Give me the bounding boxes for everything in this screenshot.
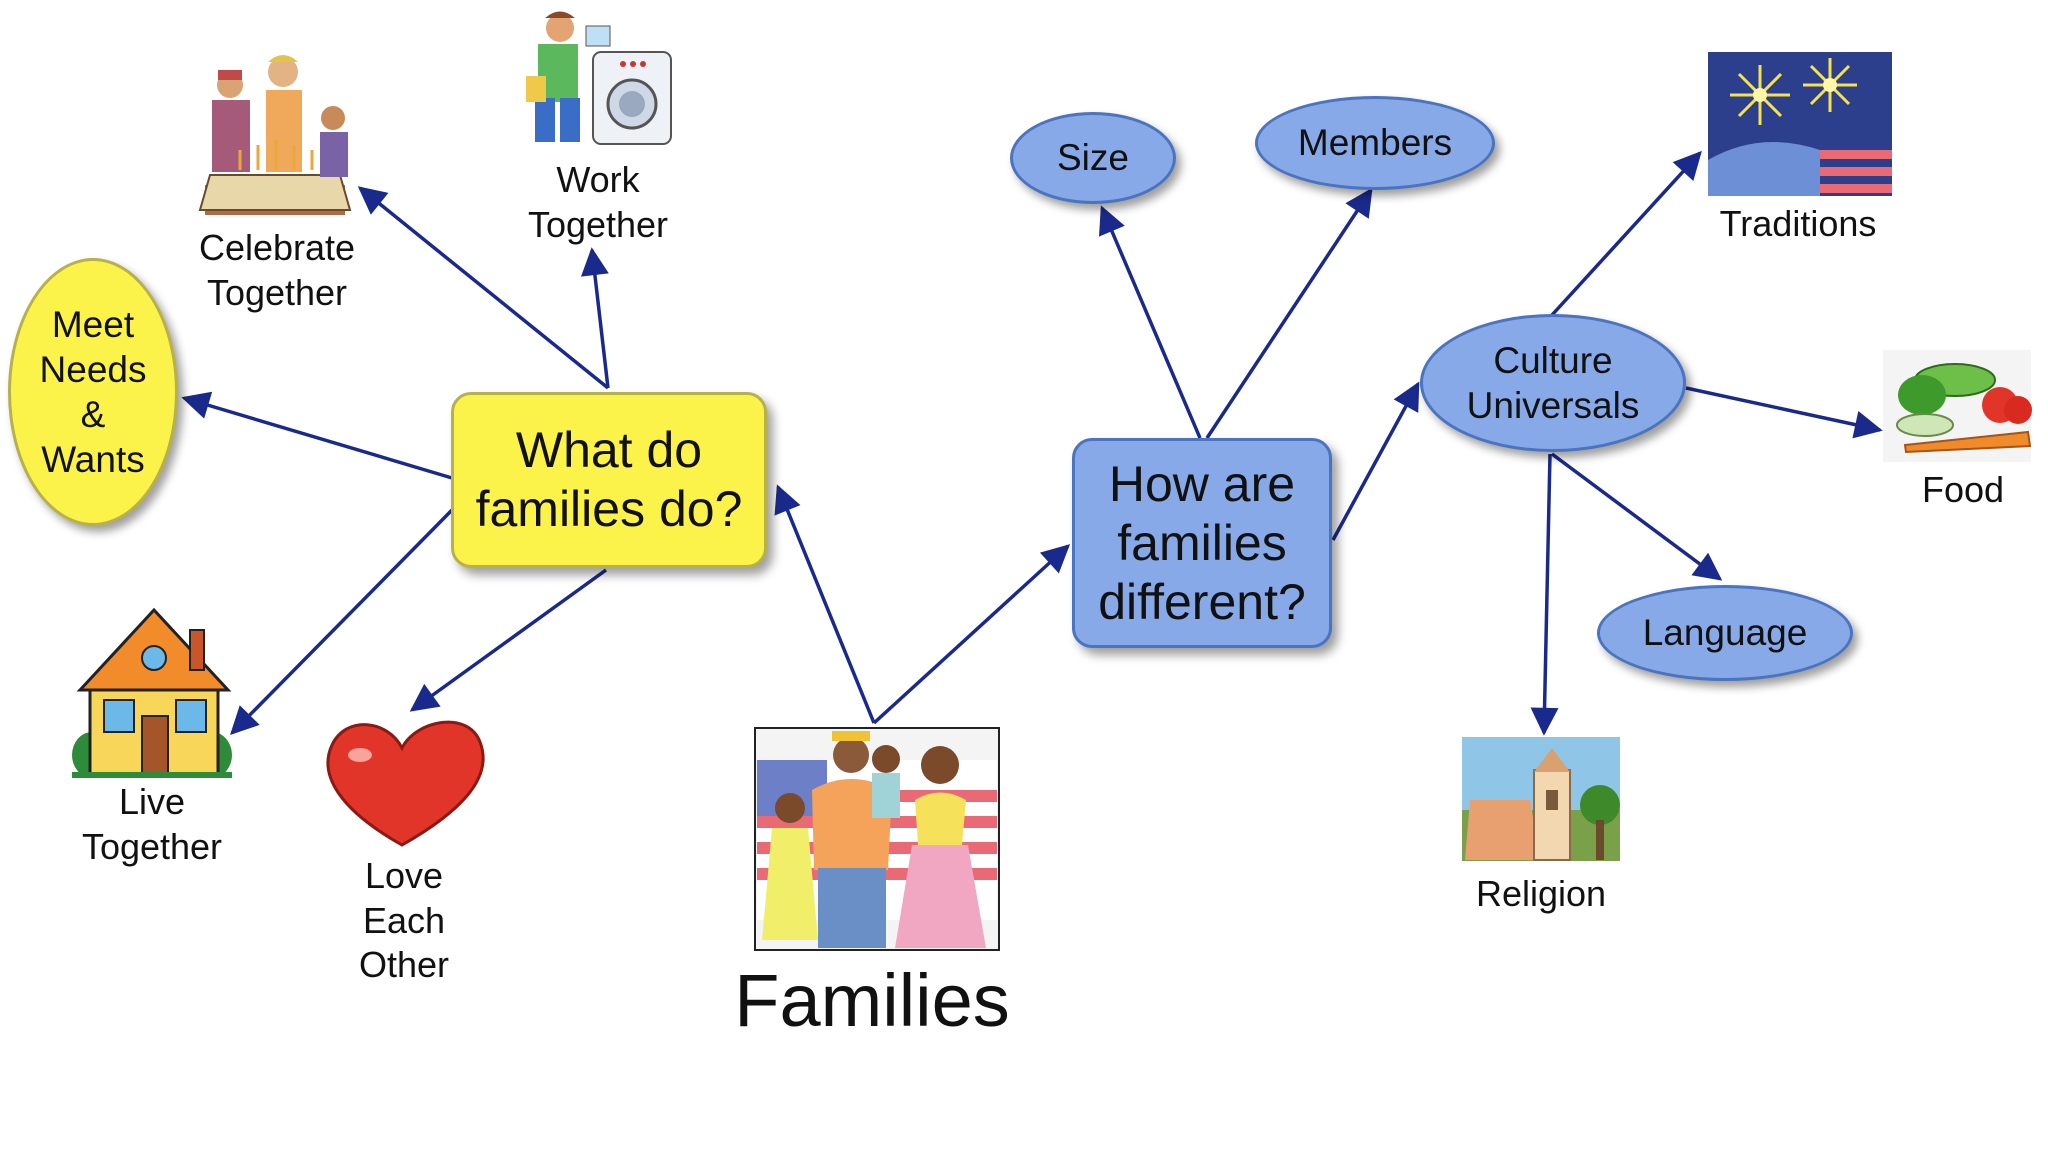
fireworks-picture-icon bbox=[1708, 52, 1892, 196]
size-node[interactable]: Size bbox=[1010, 112, 1176, 204]
what-do-families-do-node[interactable]: What do families do? bbox=[451, 392, 767, 568]
language-node[interactable]: Language bbox=[1597, 585, 1853, 681]
love-each-other-label: Love Each Other bbox=[358, 855, 450, 986]
religion-label: Religion bbox=[1475, 873, 1607, 914]
arrow-families-to-what-do bbox=[774, 484, 876, 724]
house-icon bbox=[72, 607, 232, 778]
traditions-label: Traditions bbox=[1719, 203, 1877, 244]
arrow-to-language bbox=[1550, 452, 1723, 581]
church-picture-icon bbox=[1462, 737, 1620, 861]
family-picture-icon bbox=[754, 727, 1000, 951]
arrow-to-food bbox=[1685, 386, 1883, 439]
meet-needs-wants-node[interactable]: Meet Needs & Wants bbox=[8, 258, 178, 526]
arrow-to-celebrate bbox=[357, 186, 610, 390]
families-title: Families bbox=[734, 959, 1010, 1042]
arrow-to-religion bbox=[1530, 453, 1559, 736]
arrow-to-live bbox=[230, 508, 454, 735]
arrow-to-meet-needs bbox=[181, 391, 453, 480]
how-are-families-different-node[interactable]: How are families different? bbox=[1072, 438, 1332, 648]
arrow-to-members bbox=[1205, 187, 1373, 439]
heart-icon bbox=[326, 720, 485, 847]
celebration-picture-icon bbox=[198, 55, 352, 215]
arrow-to-traditions bbox=[1550, 150, 1702, 317]
culture-universals-node[interactable]: Culture Universals bbox=[1420, 314, 1686, 452]
celebrate-together-label: Celebrate Together bbox=[198, 227, 356, 313]
vegetables-picture-icon bbox=[1883, 350, 2032, 462]
food-label: Food bbox=[1921, 469, 2005, 510]
laundry-picture-icon bbox=[526, 11, 672, 145]
arrow-to-culture bbox=[1331, 381, 1420, 541]
arrow-to-love bbox=[409, 568, 608, 712]
arrow-to-size bbox=[1098, 205, 1202, 439]
members-node[interactable]: Members bbox=[1255, 96, 1495, 190]
live-together-label: Live Together bbox=[81, 781, 223, 867]
arrow-families-to-how-different bbox=[872, 544, 1071, 725]
arrow-to-work bbox=[580, 247, 610, 389]
work-together-label: Work Together bbox=[527, 159, 669, 245]
